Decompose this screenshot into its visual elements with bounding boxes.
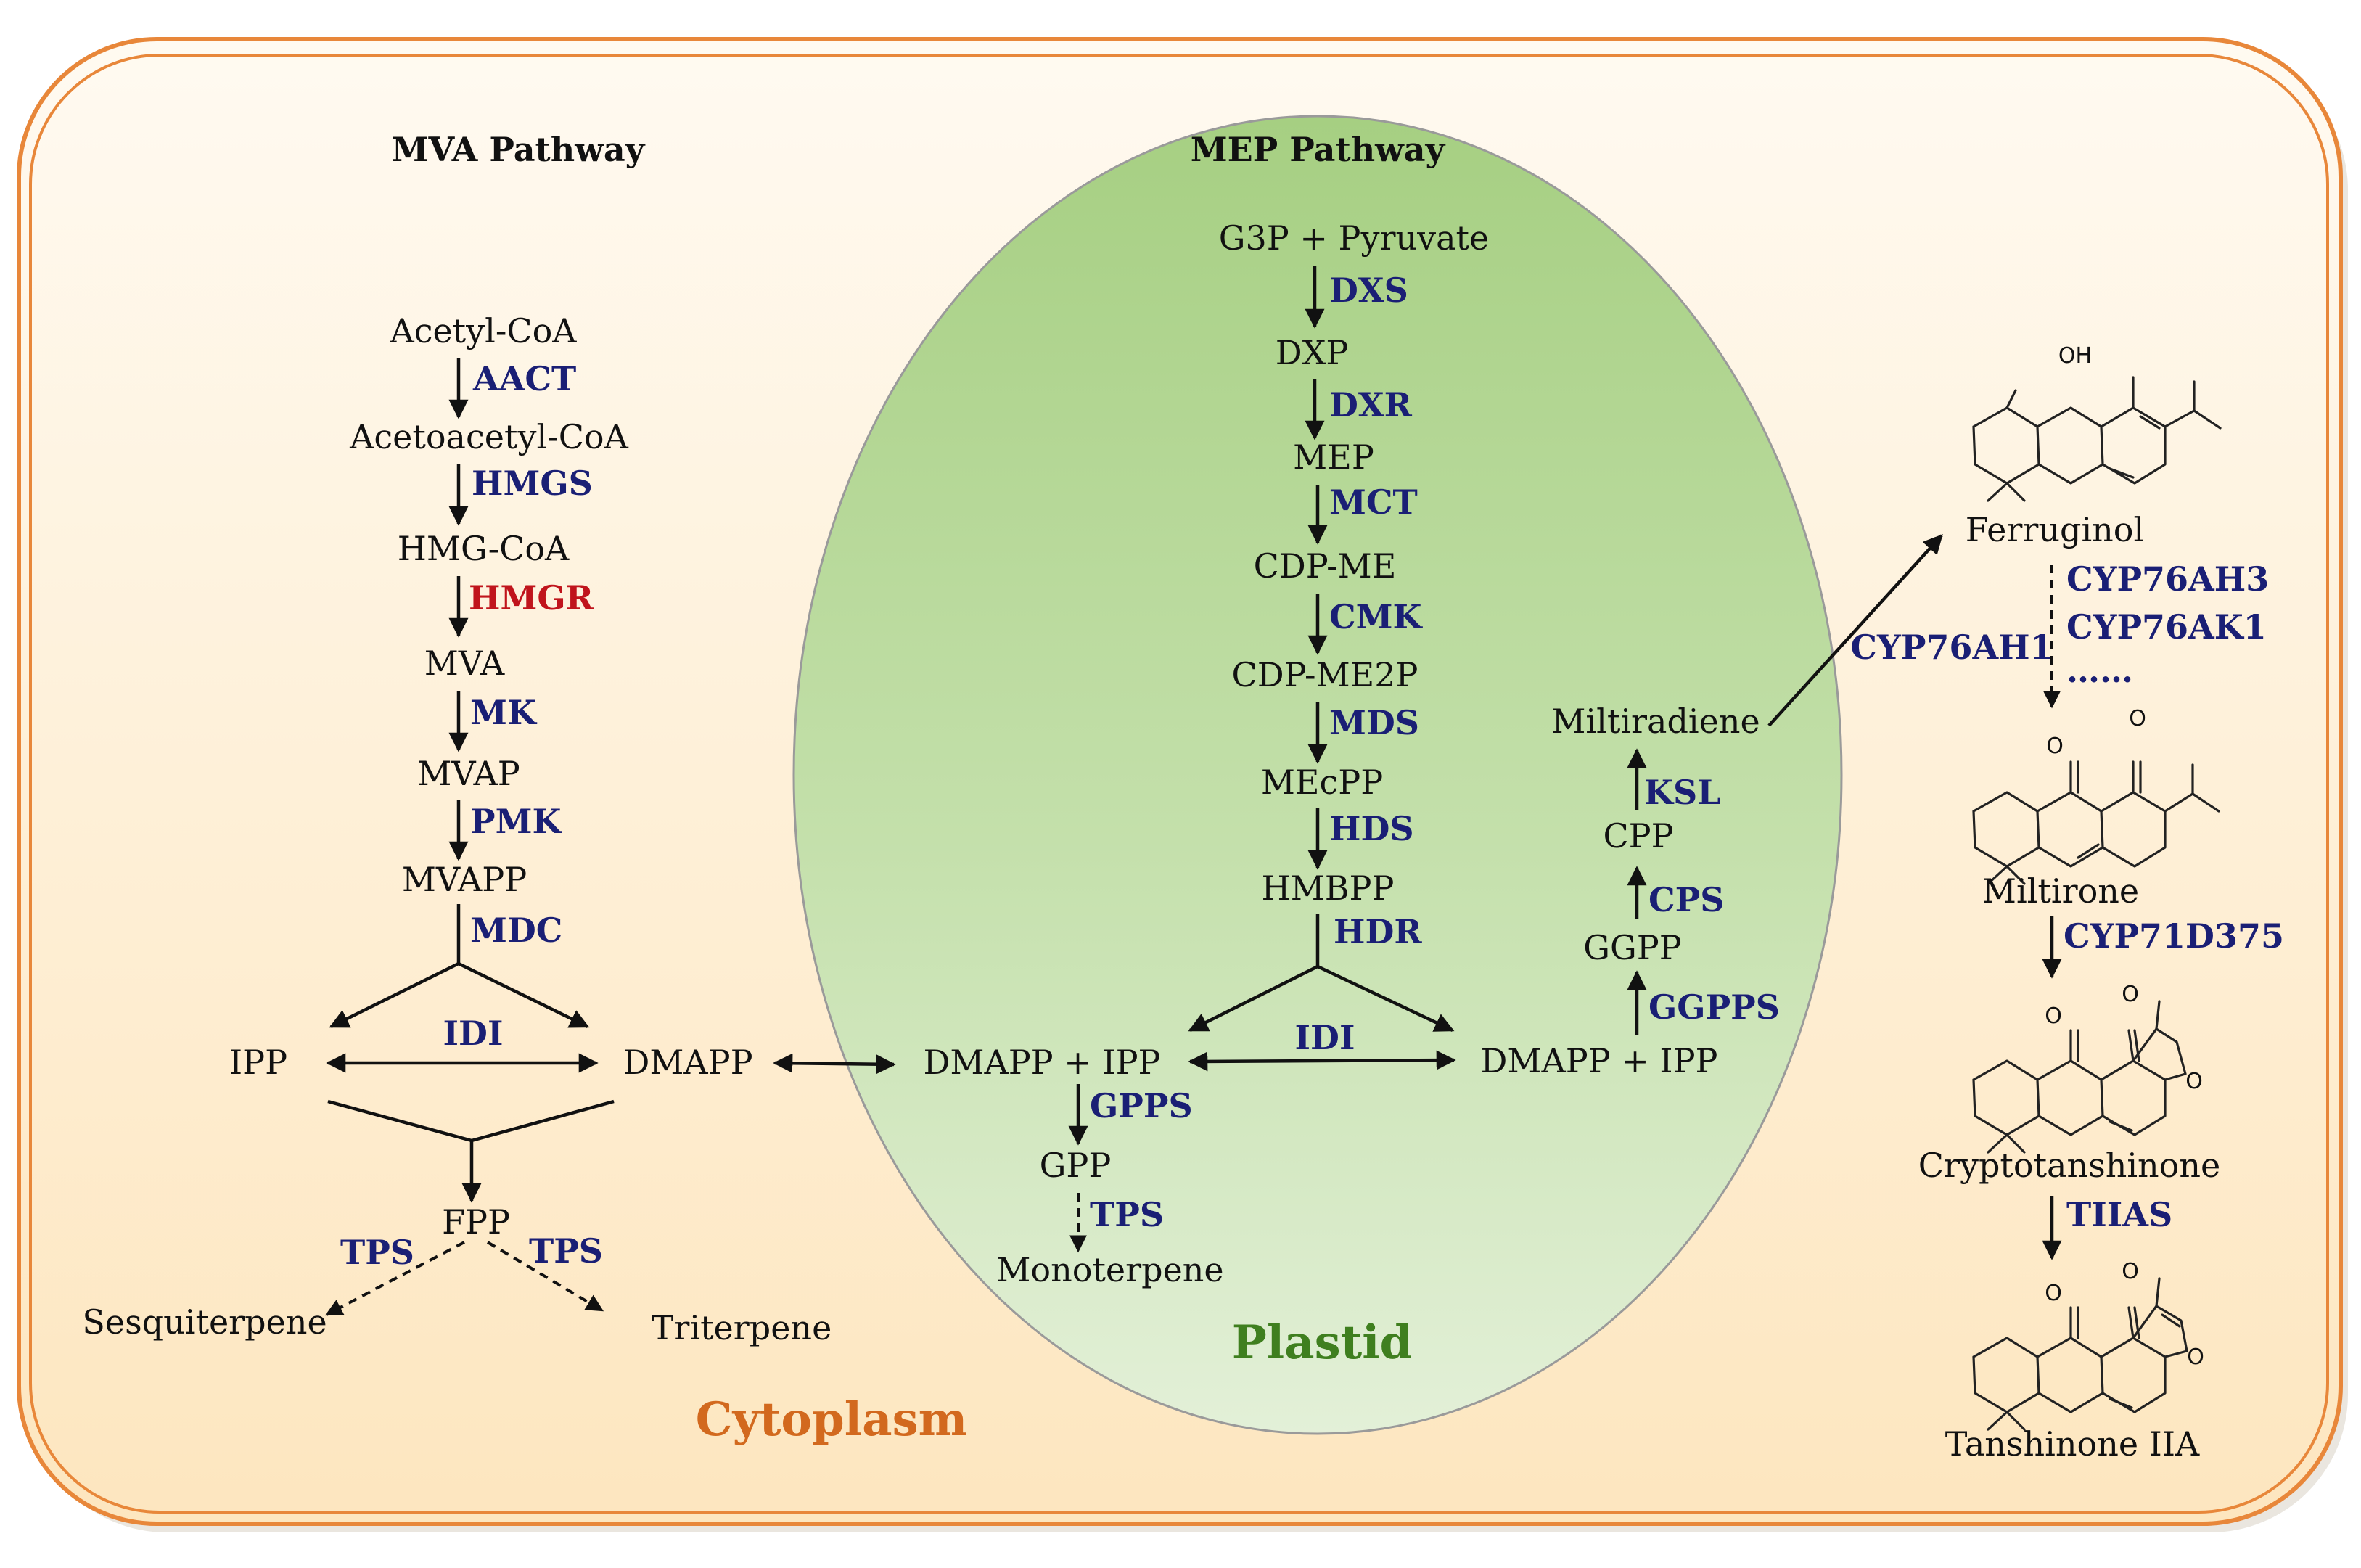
tanshinone-iia-oxygen-1: O <box>2045 1281 2062 1306</box>
dxr-enzyme: DXR <box>1329 385 1413 424</box>
cytoplasm-label: Cytoplasm <box>696 1392 968 1447</box>
hmbpp-label: HMBPP <box>1262 869 1395 908</box>
tanshinone-iia-oxygen-2: O <box>2122 1259 2139 1284</box>
idi-enzyme-mep: IDI <box>1295 1018 1355 1057</box>
mecpp-label: MEcPP <box>1261 763 1383 802</box>
ggpps-enzyme: GGPPS <box>1648 988 1780 1027</box>
hmgr-enzyme: HMGR <box>469 578 594 617</box>
monoterpene-label: Monoterpene <box>996 1250 1223 1289</box>
idi-isomerase-arrow-mep <box>1188 1050 1456 1072</box>
mct-enzyme: MCT <box>1329 483 1418 522</box>
plastid-label: Plastid <box>1232 1315 1413 1370</box>
tps-enzyme-sesquiterpene: TPS <box>340 1233 414 1272</box>
cyp76ah3-enzyme: CYP76AH3 <box>2066 559 2269 599</box>
ipp-dmapp-merge-left <box>327 1099 472 1143</box>
dmapp-label-cytoplasm: DMAPP <box>623 1043 752 1082</box>
ferruginol-oh-label: OH <box>2058 343 2092 369</box>
mep-pathway-title: MEP Pathway <box>1191 130 1446 169</box>
cytoplasm-inner-border <box>29 54 2329 1514</box>
mk-enzyme: MK <box>470 693 538 732</box>
triterpene-label: Triterpene <box>652 1308 832 1347</box>
cps-enzyme: CPS <box>1648 880 1724 919</box>
miltirone-oxygen-1: O <box>2046 734 2064 759</box>
cmk-enzyme: CMK <box>1329 597 1424 636</box>
miltirone-oxygen-2: O <box>2129 706 2146 731</box>
mdc-enzyme: MDC <box>470 911 562 950</box>
dxp-label: DXP <box>1276 333 1349 372</box>
mvap-label: MVAP <box>417 754 520 793</box>
cryptotanshinone-structure <box>1972 1000 2187 1154</box>
ggpp-label: GGPP <box>1583 928 1681 967</box>
ipp-label: IPP <box>229 1043 287 1082</box>
tps-to-triterpene-arrow <box>486 1241 604 1312</box>
tanshinone-iia-structure <box>1972 1277 2188 1431</box>
hdr-enzyme: HDR <box>1334 912 1422 951</box>
cdp-me2p-label: CDP-ME2P <box>1232 655 1418 694</box>
cryptotanshinone-label: Cryptotanshinone <box>1918 1146 2220 1185</box>
hdr-branch-right <box>1317 964 1455 1033</box>
tps-enzyme-monoterpene: TPS <box>1090 1195 1164 1234</box>
cyp71d375-enzyme: CYP71D375 <box>2064 916 2284 956</box>
mva-label: MVA <box>424 644 505 683</box>
sesquiterpene-label: Sesquiterpene <box>82 1302 327 1342</box>
cpp-label: CPP <box>1603 816 1673 855</box>
miltirone-structure <box>1972 760 2220 885</box>
gpp-label: GPP <box>1040 1146 1112 1185</box>
hmgs-enzyme: HMGS <box>472 464 593 503</box>
pmk-enzyme: PMK <box>470 802 563 841</box>
mdc-branch-to-ipp <box>329 961 459 1029</box>
mds-enzyme: MDS <box>1329 703 1419 742</box>
cyp76ak1-enzyme: CYP76AK1 <box>2066 607 2267 647</box>
mep-label: MEP <box>1293 438 1374 477</box>
more-enzymes-ellipsis: …… <box>2066 651 2133 690</box>
fpp-label: FPP <box>442 1202 510 1241</box>
tiias-enzyme: TIIAS <box>2066 1195 2172 1234</box>
cryptotanshinone-oxygen-2: O <box>2122 982 2139 1007</box>
miltirone-label: Miltirone <box>1982 871 2139 911</box>
ferruginol-label: Ferruginol <box>1966 510 2144 549</box>
idi-enzyme-mva: IDI <box>443 1014 504 1053</box>
tps-to-sesquiterpene-arrow <box>324 1241 465 1316</box>
ipp-dmapp-merge-right <box>471 1099 615 1143</box>
acetoacetyl-coa-label: Acetoacetyl-CoA <box>349 417 628 456</box>
tps-enzyme-triterpene: TPS <box>529 1231 603 1271</box>
dxs-enzyme: DXS <box>1329 271 1408 310</box>
aact-enzyme: AACT <box>472 359 576 398</box>
cdp-me-label: CDP-ME <box>1254 546 1397 586</box>
cyp76ah1-enzyme: CYP76AH1 <box>1850 628 2053 667</box>
dmapp-transport-arrow <box>773 1053 896 1075</box>
gpps-enzyme: GPPS <box>1090 1086 1193 1125</box>
hdr-branch-left <box>1188 964 1319 1033</box>
g3p-pyruvate-label: G3P + Pyruvate <box>1219 218 1489 258</box>
tanshinone-iia-label: Tanshinone IIA <box>1945 1424 2200 1464</box>
tanshinone-iia-oxygen-3: O <box>2187 1345 2204 1370</box>
mva-pathway-title: MVA Pathway <box>392 130 646 169</box>
acetyl-coa-label: Acetyl-CoA <box>389 311 577 350</box>
mdc-branch-to-dmapp <box>458 961 590 1029</box>
cryptotanshinone-oxygen-3: O <box>2185 1069 2203 1094</box>
plastid-region <box>792 115 1843 1435</box>
hmg-coa-label: HMG-CoA <box>398 529 570 568</box>
ferruginol-structure <box>1972 376 2222 502</box>
dmapp-ipp-label-right: DMAPP + IPP <box>1481 1041 1718 1080</box>
dmapp-ipp-label-left: DMAPP + IPP <box>924 1043 1161 1082</box>
cyp76ah1-arrow <box>1767 534 1943 727</box>
ksl-enzyme: KSL <box>1644 773 1721 812</box>
miltiradiene-label: Miltiradiene <box>1551 702 1760 741</box>
mvapp-label: MVAPP <box>402 860 527 899</box>
cryptotanshinone-oxygen-1: O <box>2045 1003 2062 1029</box>
hds-enzyme: HDS <box>1329 809 1414 848</box>
